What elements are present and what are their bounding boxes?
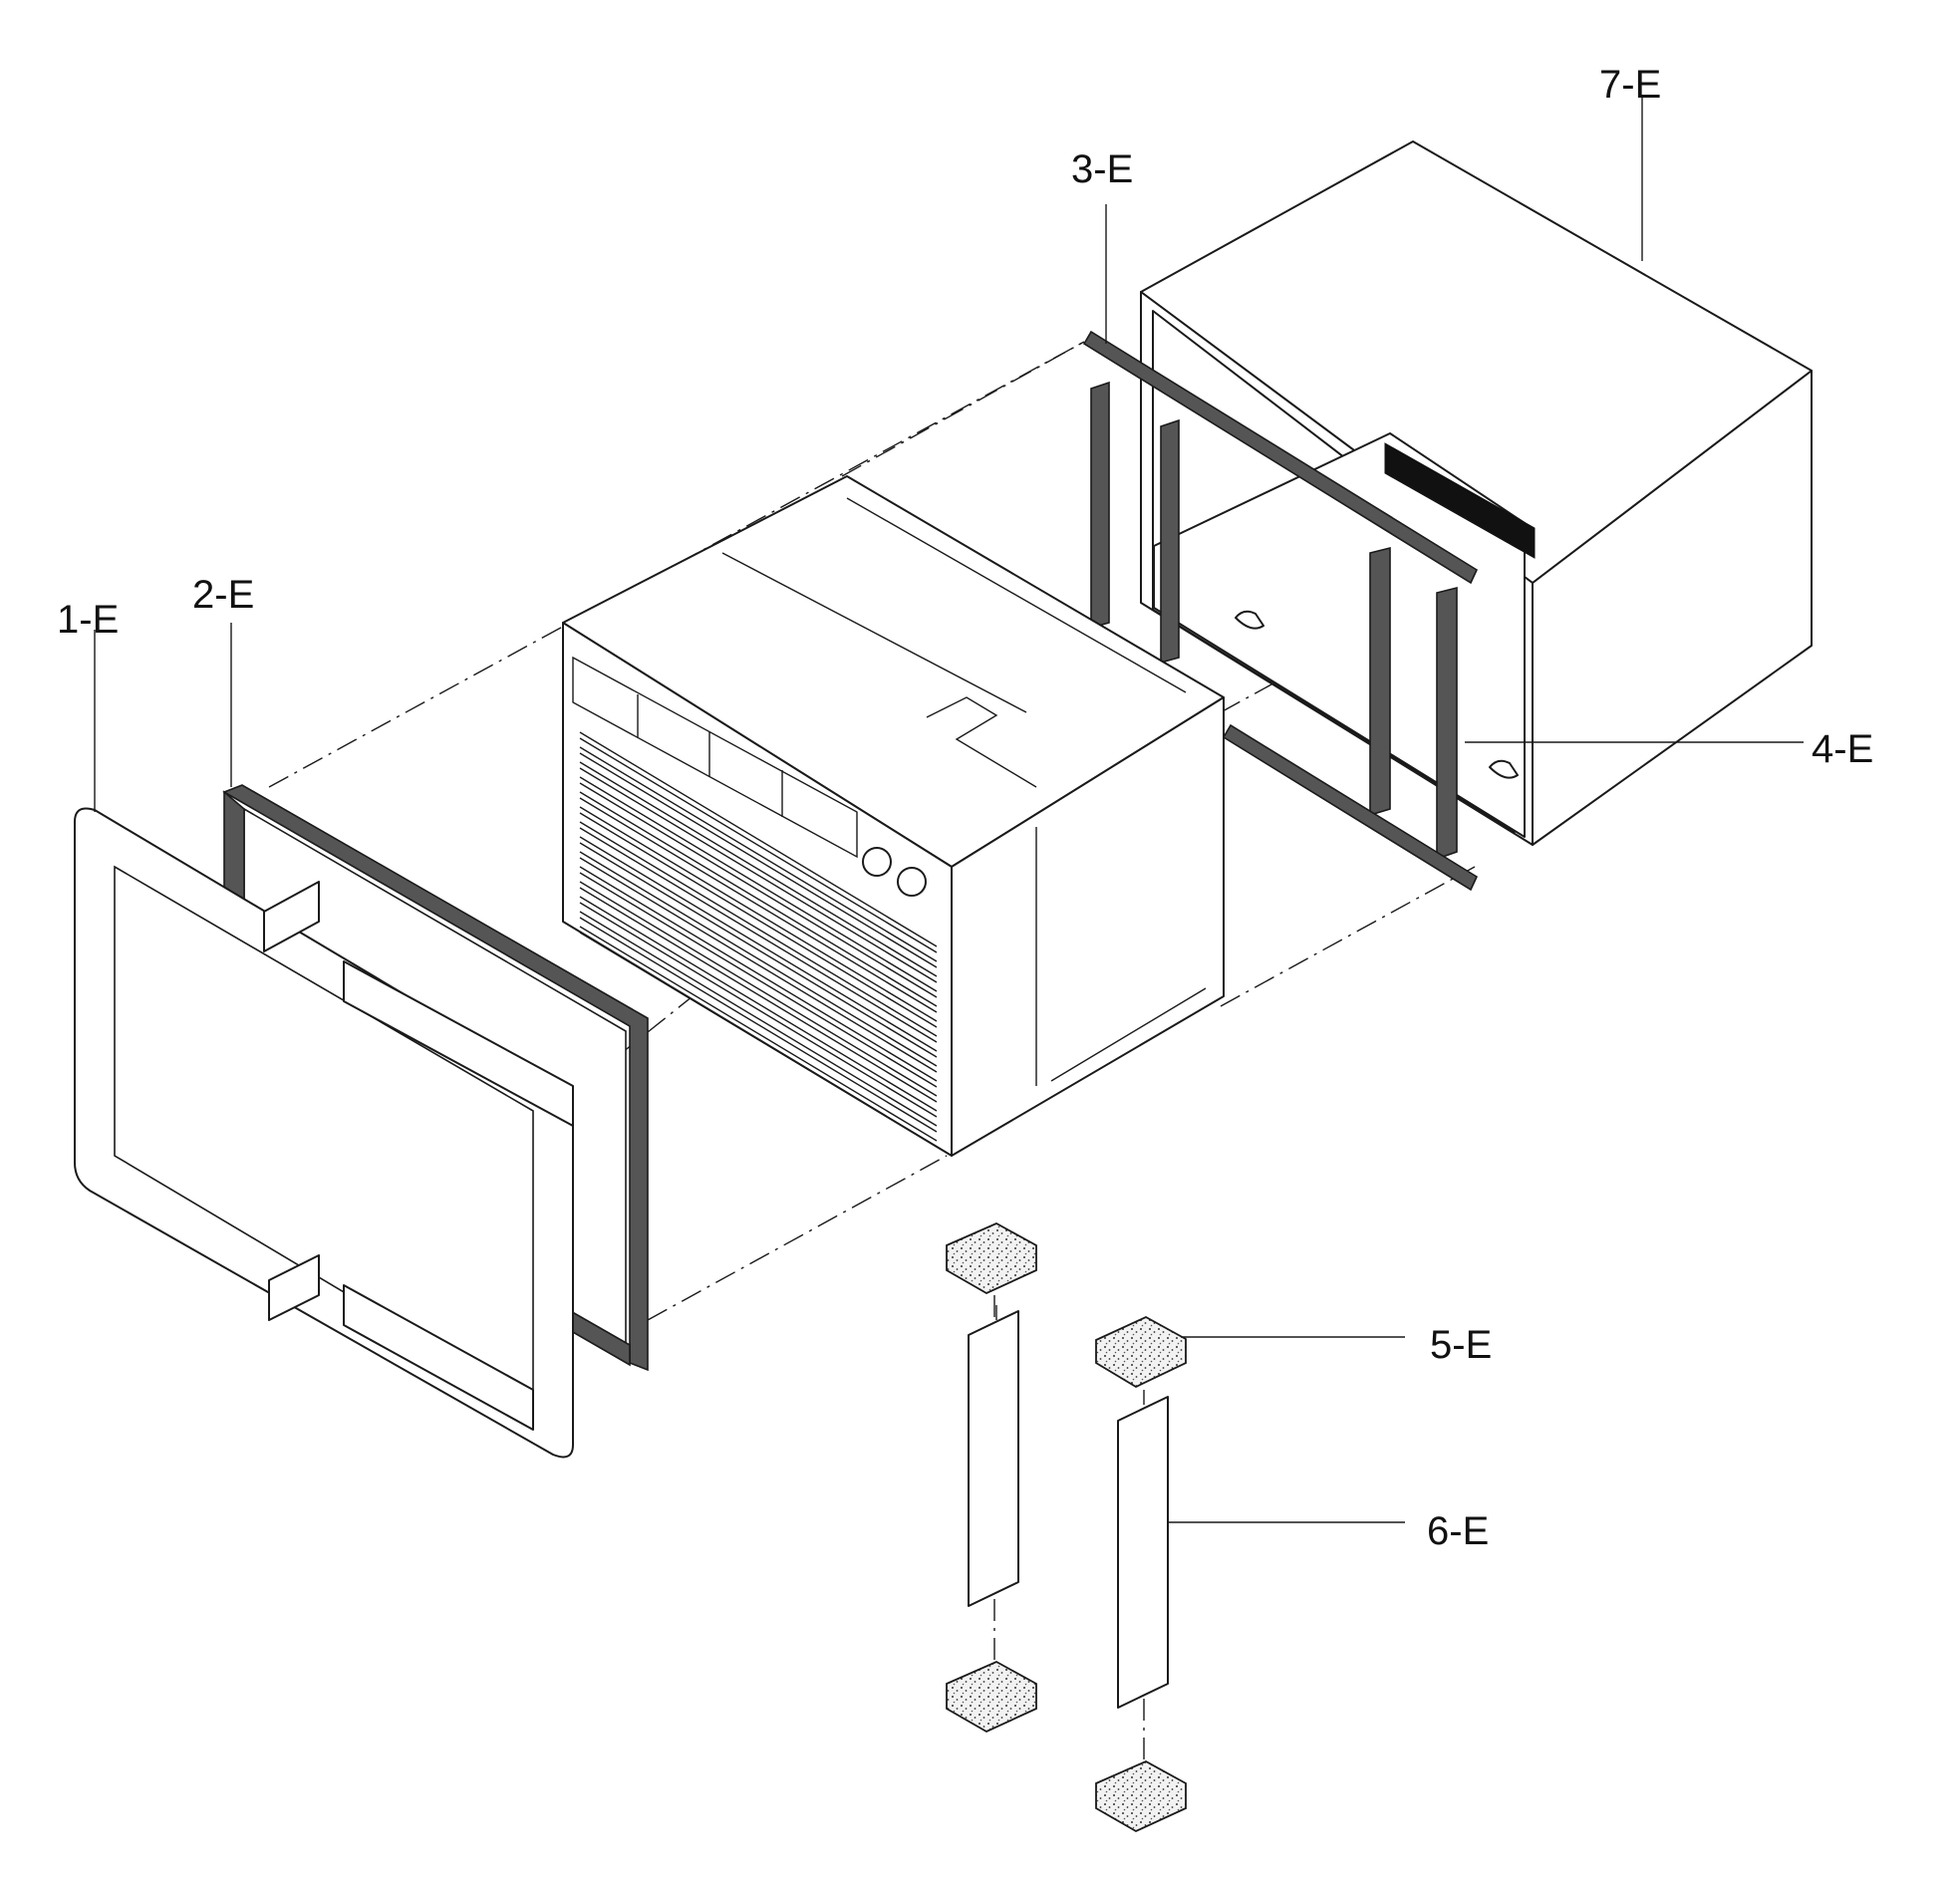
callout-1-e: 1-E [57,598,119,642]
louvre-slat [579,926,938,1148]
louvre-slat [579,806,938,1028]
louvre-slat [579,776,938,998]
callout-3-e: 3-E [1071,147,1133,191]
front-frame [74,807,574,1459]
louvre-slat [579,821,938,1043]
callout-7-e: 7-E [1599,63,1661,107]
side-seal-strips [1090,381,1479,892]
louvre-slat [579,911,938,1133]
side-panels [968,1295,1169,1763]
louvre-slat [579,851,938,1073]
callout-2-e: 2-E [192,573,254,617]
louvre-slat [579,866,938,1088]
louvre-slat [579,761,938,983]
louvre-slat [579,896,938,1118]
callout-4-e: 4-E [1812,727,1873,771]
callout-6-e: 6-E [1427,1509,1489,1553]
louvre-slat [579,836,938,1058]
louvre-slat [579,881,938,1103]
foam-blocks [946,1221,1187,1833]
louvre-slat [579,731,938,953]
callout-5-e: 5-E [1430,1323,1492,1367]
callout-labels: 1-E 2-E 3-E 4-E 5-E 6-E 7-E [57,63,1873,1553]
leader-lines [94,95,1804,1523]
air-conditioner-unit [562,475,1225,1157]
louvre-slat [579,746,938,968]
louvre-slat [579,791,938,1013]
top-seal-strip [1082,330,1479,585]
